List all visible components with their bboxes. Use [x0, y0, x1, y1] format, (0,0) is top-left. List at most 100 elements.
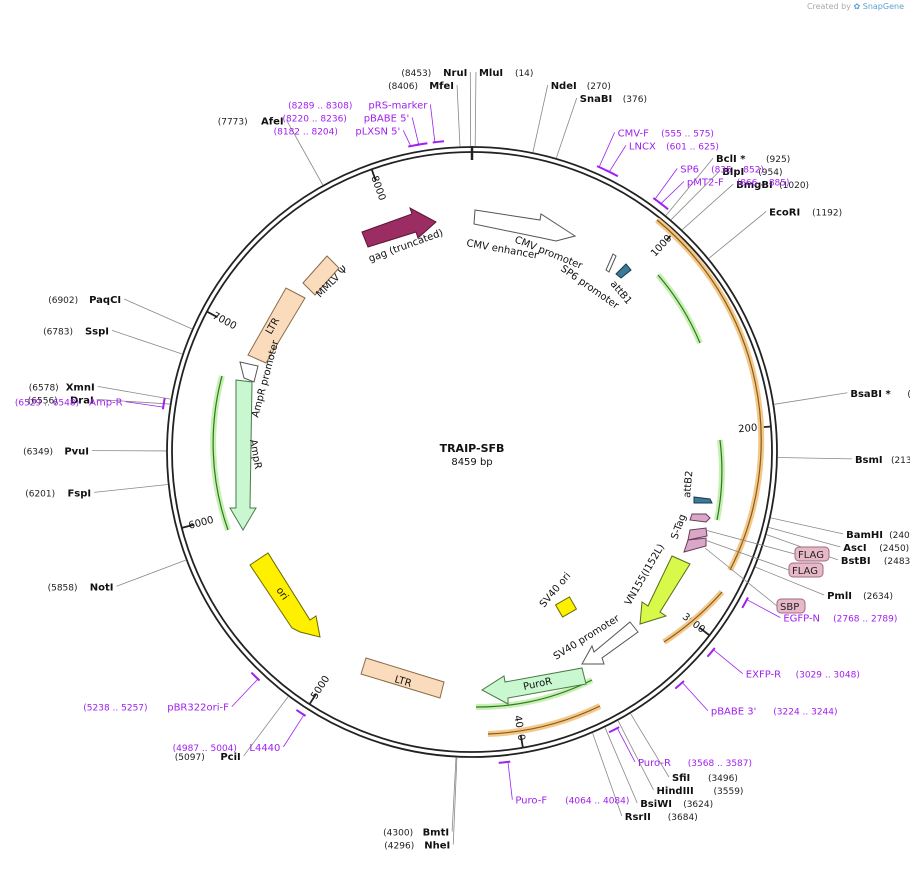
site-position-sspi: (6783)	[43, 327, 73, 337]
flag-feature-1	[687, 527, 708, 541]
stag-label: S-Tag	[669, 513, 688, 541]
orf-arc-green-1-line	[657, 274, 701, 344]
credit-prefix: Created by	[806, 2, 851, 11]
site-label-bamhi: BamHI	[846, 530, 883, 541]
site-line-bsiwi	[604, 727, 638, 804]
tick-mark	[519, 735, 524, 748]
site-line-bamhi	[770, 517, 844, 535]
tag-sbp-text: SBP	[780, 602, 799, 613]
plasmid-length: 8459 bp	[451, 457, 492, 468]
primer-line-pbabe-3	[681, 682, 709, 711]
site-label-fspi: FspI	[67, 488, 91, 499]
site-position-afei: (7773)	[218, 117, 248, 127]
primer-label-egfp-n: EGFP-N	[783, 614, 820, 625]
credit-brand: SnapGene	[862, 2, 904, 11]
tick-label: 7000	[211, 311, 239, 333]
attb1-feature	[615, 263, 632, 279]
site-labels: MluI(14)NdeI(270)SnaBI(376)BclI *(925)Bl…	[23, 68, 910, 851]
primer-mark-puro-r	[608, 726, 620, 734]
site-position-blpi: (954)	[758, 168, 782, 178]
orf-arc-green-1	[655, 273, 703, 345]
site-position-pmli: (2634)	[863, 592, 893, 602]
site-line-rsrii	[592, 733, 623, 817]
primer-range-exfp-r: (3029 .. 3048)	[796, 671, 860, 681]
tick-label: 6000	[188, 515, 215, 532]
site-line-pcii	[243, 696, 289, 757]
sp6-promoter-feature	[605, 253, 617, 273]
orf-arc-green-left-line	[212, 375, 229, 531]
primer-range-puro-f: (4064 .. 4084)	[565, 797, 629, 807]
site-position-bsiwi: (3624)	[683, 800, 713, 810]
site-position-snabi: (376)	[623, 95, 647, 105]
tick-mark	[181, 523, 194, 529]
site-position-pvui: (6349)	[23, 448, 53, 458]
site-position-nhei: (4296)	[384, 841, 414, 851]
attb2-feature	[693, 496, 713, 504]
primer-mark-amp-r	[161, 397, 166, 410]
site-line-ndei	[532, 84, 549, 153]
ampr-feature	[229, 379, 257, 531]
tag-flag-2: FLAG	[788, 562, 824, 578]
site-position-fspi: (6201)	[25, 489, 55, 499]
site-position-bcli: (925)	[766, 155, 790, 165]
site-line-blpi	[670, 170, 720, 220]
tick-label: 8000	[368, 174, 387, 202]
primer-label-amp-r: Amp-R	[89, 398, 123, 409]
site-position-rsrii: (3684)	[668, 813, 698, 823]
tag-flag-1-leader	[704, 529, 796, 555]
site-line-xmni	[97, 385, 171, 400]
site-label-afei: AfeI	[261, 116, 284, 127]
site-line-mfei	[456, 84, 461, 147]
tag-flag-2-leader	[704, 539, 790, 571]
site-label-pvui: PvuI	[64, 447, 89, 458]
attb2-label: attB2	[682, 470, 695, 498]
tag-flag-1: FLAG	[794, 546, 830, 562]
primer-mark-pbr322ori-f	[250, 671, 261, 682]
primer-range-pbr322ori-f: (5238 .. 5257)	[83, 704, 147, 714]
site-line-hindiii	[617, 720, 654, 791]
primer-label-pbabe-3: pBABE 3'	[711, 707, 757, 718]
site-line-ecori	[708, 211, 767, 259]
site-label-noti: NotI	[90, 582, 114, 593]
tick-mark	[699, 627, 710, 637]
flag-feature-2	[683, 537, 707, 553]
puror-feature	[481, 667, 587, 705]
site-label-bcli: BclI *	[716, 154, 746, 165]
site-line-asci	[768, 527, 841, 548]
site-position-noti: (5858)	[48, 583, 78, 593]
primer-label-prs-marker: pRS-marker	[368, 100, 428, 111]
primer-range-sp6: (835 .. 852)	[711, 165, 764, 175]
site-label-bsmi: BsmI	[855, 455, 883, 466]
mmlv-psi-feature	[302, 255, 340, 296]
site-label-ecori: EcoRI	[769, 207, 800, 218]
primer-range-plxsn-5: (8182 .. 8204)	[274, 127, 338, 137]
tick-mark	[206, 310, 218, 318]
primer-range-prs-marker: (8289 .. 8308)	[288, 101, 352, 111]
site-label-ndei: NdeI	[551, 81, 577, 92]
orf-arc-right-2-line	[663, 591, 723, 643]
primer-mark-pbabe-3	[674, 680, 685, 690]
primer-labels: CMV-F(555 .. 575)LNCX(601 .. 625)SP6(835…	[15, 100, 898, 806]
site-label-paqci: PaqCI	[89, 295, 121, 306]
primer-mark-exfp-r	[706, 647, 716, 658]
site-label-snabi: SnaBI	[580, 94, 612, 105]
site-position-bmti: (4300)	[383, 828, 413, 838]
tick-mark	[308, 693, 317, 705]
site-position-bstbi: (2483)	[884, 557, 910, 567]
orf-arc-right-line	[656, 219, 762, 571]
site-line-bsmi	[777, 457, 852, 460]
site-line-bsabi	[774, 392, 848, 405]
site-position-sfii: (3496)	[708, 774, 738, 784]
site-line-fspi	[94, 484, 168, 493]
site-label-blpi: BlpI	[722, 167, 744, 178]
primer-lines	[125, 104, 781, 800]
primer-mark-plxsn-5	[408, 143, 421, 148]
site-position-drai: (6556)	[28, 396, 58, 406]
site-position-mfei: (8406)	[388, 82, 418, 92]
site-position-bamhi: (2407)	[889, 531, 910, 541]
primer-label-sp6: SP6	[680, 164, 699, 175]
cmv-feature	[473, 209, 577, 242]
site-line-drai	[96, 398, 170, 405]
primer-line-lncx	[608, 145, 627, 173]
